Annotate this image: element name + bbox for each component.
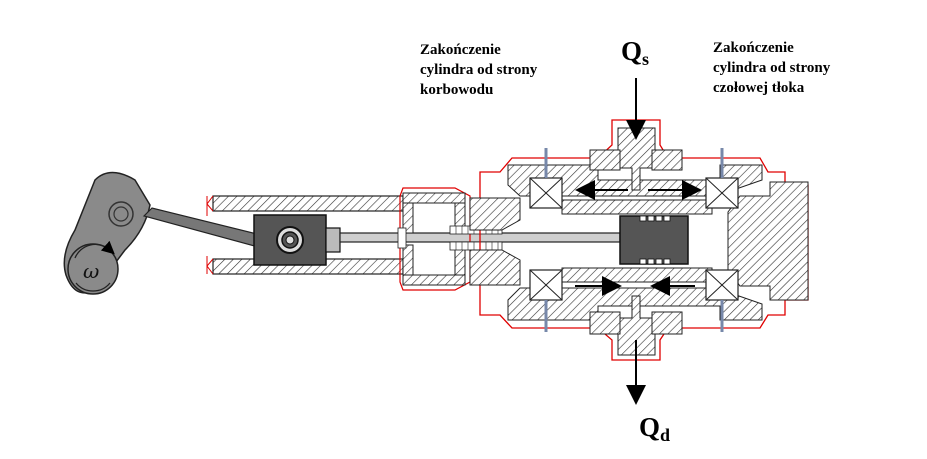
head-end-label-line2: cylindra od strony — [713, 60, 831, 76]
head-end-label: Zakończenie cylindra od strony czołowej … — [713, 38, 830, 98]
cylinder-body — [469, 119, 809, 361]
discharge-flow-symbol: Q — [639, 412, 661, 442]
crosshead — [253, 214, 341, 266]
discharge-flow-subscript: d — [660, 425, 671, 445]
suction-flow-subscript: s — [642, 49, 650, 69]
head-end-label-line3: czołowej tłoka — [713, 80, 805, 96]
crank-end-label-line3: korbowodu — [420, 82, 494, 98]
piston — [619, 215, 689, 265]
head-end-label-line1: Zakończenie — [713, 40, 794, 56]
valves — [529, 148, 739, 332]
flow-arrows — [575, 78, 702, 405]
crank-mechanism — [63, 171, 266, 295]
suction-flow-symbol: Q — [621, 36, 643, 66]
crank-end-label-line2: cylindra od strony — [420, 62, 538, 78]
crank-pin-upper — [108, 201, 134, 227]
connecting-rod — [142, 207, 266, 248]
crank-end-label: Zakończenie cylindra od strony korbowodu — [420, 40, 537, 100]
discharge-flow-label: Qd — [639, 412, 670, 450]
crank-end-label-line1: Zakończenie — [420, 42, 501, 58]
suction-flow-label: Qs — [621, 36, 649, 74]
omega-label: ω — [83, 259, 99, 283]
